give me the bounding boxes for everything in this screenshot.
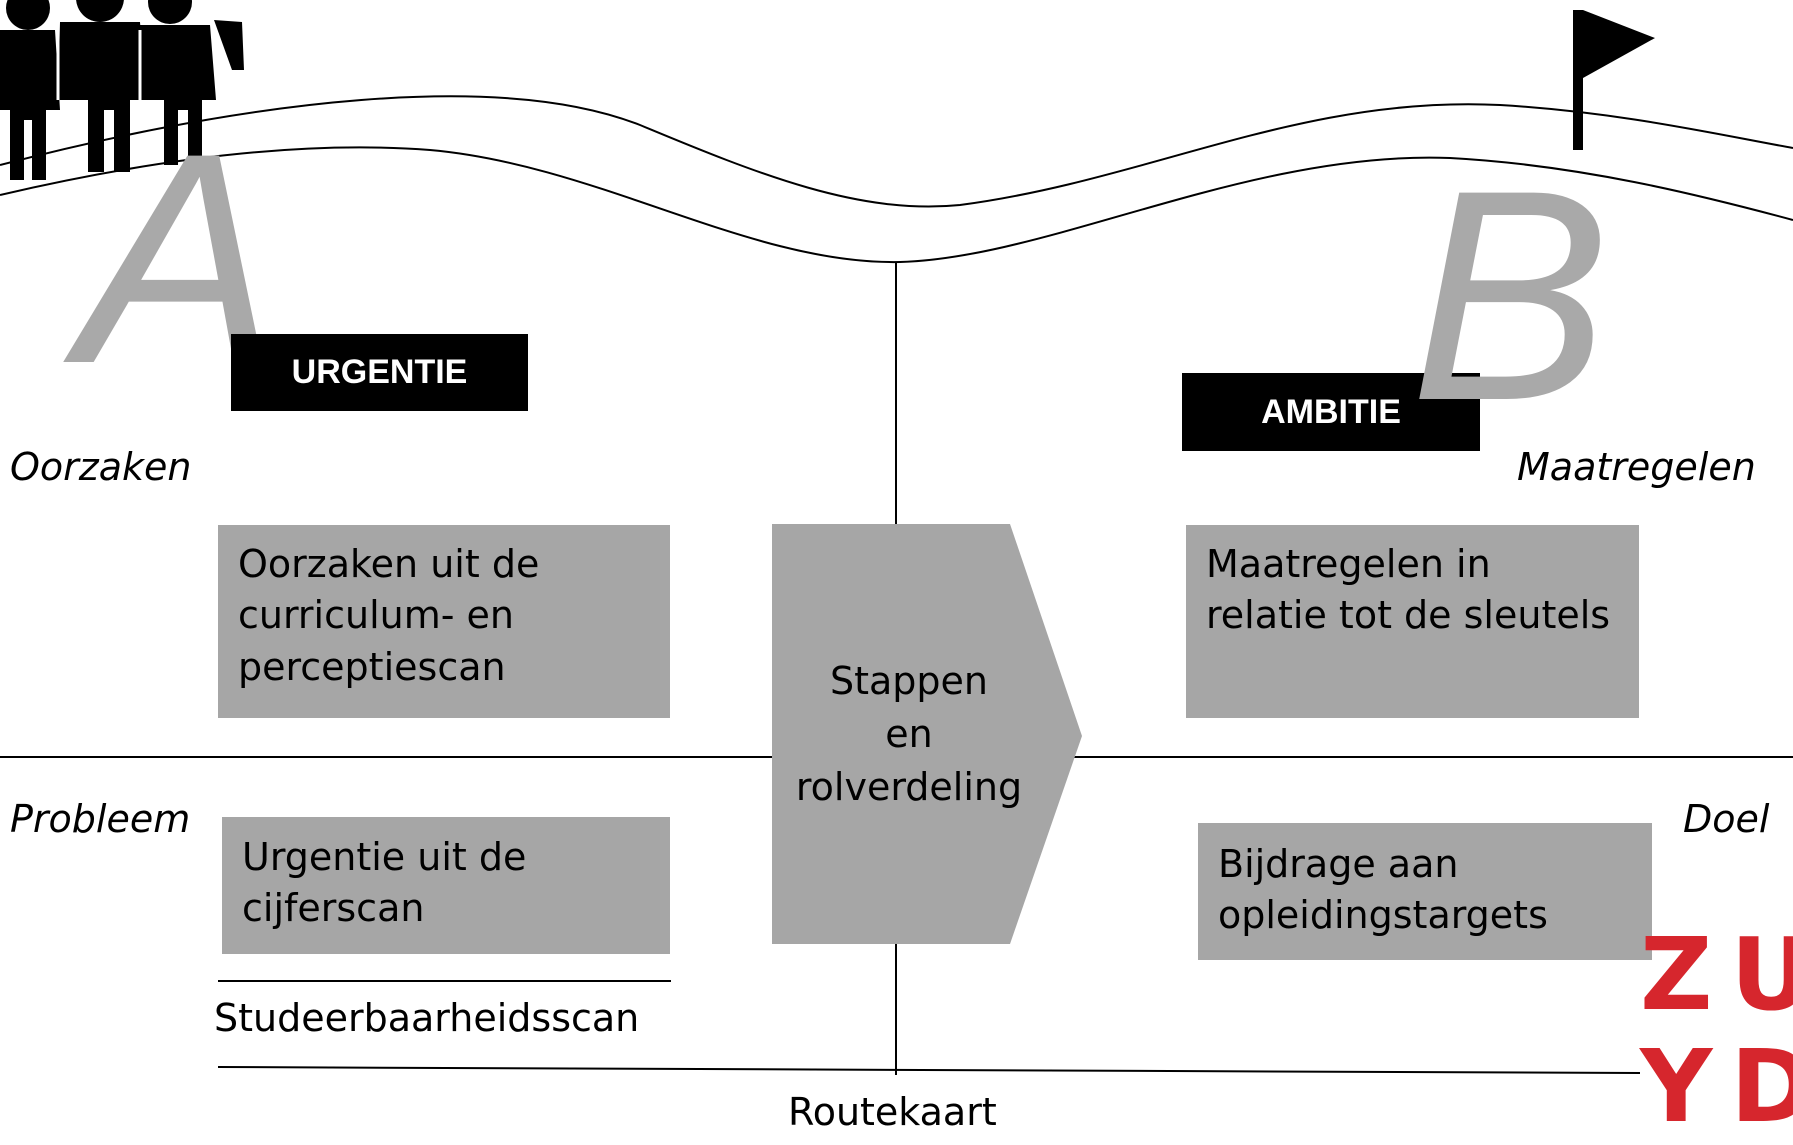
- urgentie-box-line-1: Urgentie uit de: [242, 835, 527, 879]
- logo-line-1: ZU: [1640, 916, 1793, 1033]
- letter-b: B: [1410, 127, 1611, 463]
- center-arrow-line-1: Stappen: [829, 659, 988, 703]
- routekaart-label: Routekaart: [788, 1090, 997, 1134]
- maatregelen-box-line-2: relatie tot de sleutels: [1206, 593, 1611, 638]
- ambitie-label: AMBITIE: [1261, 392, 1401, 431]
- people-icon: [0, 0, 244, 180]
- oorzaken-box: Oorzaken uit de curriculum- en perceptie…: [218, 525, 670, 718]
- flag-icon: [1573, 10, 1655, 150]
- ambitie-tag: AMBITIE: [1182, 373, 1480, 451]
- center-arrow-line-2: en: [885, 712, 933, 757]
- road-upper-line: [0, 95, 1793, 208]
- label-probleem: Probleem: [10, 797, 191, 841]
- oorzaken-box-line-3: perceptiescan: [238, 644, 506, 689]
- center-arrow-shape: [772, 524, 1082, 944]
- road-lower-line: [0, 146, 1793, 264]
- maatregelen-box: Maatregelen in relatie tot de sleutels: [1186, 525, 1639, 718]
- bijdrage-box-line-2: opleidingstargets: [1218, 893, 1548, 938]
- oorzaken-box-line-2: curriculum- en: [238, 593, 515, 638]
- label-doel: Doel: [1683, 797, 1770, 841]
- maatregelen-box-line-1: Maatregelen in: [1206, 542, 1491, 586]
- studeerbaarheidsscan-label: Studeerbaarheidsscan: [214, 996, 640, 1040]
- bijdrage-box: Bijdrage aan opleidingstargets: [1198, 823, 1652, 960]
- logo: ZU YD: [1640, 925, 1793, 1137]
- urgentie-box: Urgentie uit de cijferscan: [222, 817, 670, 954]
- urgentie-label: URGENTIE: [291, 353, 468, 391]
- urgentie-box-line-2: cijferscan: [242, 886, 425, 931]
- oorzaken-box-line-1: Oorzaken uit de: [238, 542, 540, 586]
- bijdrage-box-line-1: Bijdrage aan: [1218, 842, 1459, 886]
- bottom-line: [217, 1066, 1641, 1074]
- center-arrow-line-3: rolverdeling: [795, 765, 1023, 810]
- label-maatregelen: Maatregelen: [1517, 445, 1756, 489]
- logo-line-2: YD: [1640, 1028, 1793, 1145]
- label-oorzaken: Oorzaken: [10, 445, 192, 489]
- center-arrow-text: Stappen en rolverdeling: [772, 655, 1046, 815]
- urgentie-tag: URGENTIE: [231, 334, 528, 411]
